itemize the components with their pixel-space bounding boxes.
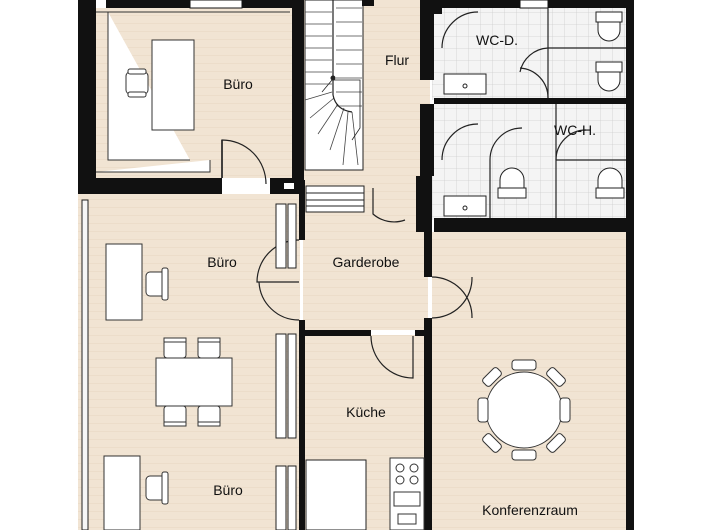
office-top-furniture [96,11,290,173]
chair-icon [145,267,169,301]
room-label-office-bottom: Büro [213,482,243,498]
room-label-hall: Flur [384,52,410,68]
window-icon [81,185,367,530]
room-label-cloakroom: Garderobe [332,254,400,270]
wc-partitions [441,8,626,218]
desk-icon [105,243,143,321]
toilet-icon [497,11,625,199]
chair-icon [125,68,149,98]
stairs-icon [304,0,364,171]
room-label-office-middle: Büro [207,254,237,270]
stove-icon [389,457,425,530]
chair-icon [145,471,169,505]
desk-icon [155,357,233,407]
office-middle-furniture [105,243,233,427]
room-label-conference: Konferenzraum [482,502,578,518]
room-label-wc-gents: WC-H. [554,122,596,138]
round-table-icon [477,359,571,461]
room-label-wc-ladies: WC-D. [476,32,518,48]
chair-icon [163,337,221,427]
room-label-office-top: Büro [223,76,253,92]
office-bottom-furniture [103,455,169,530]
room-label-kitchen: Küche [346,404,386,420]
desk-icon [103,455,141,530]
sink-icon [443,73,487,217]
desk-icon [151,39,195,131]
walls [78,0,634,530]
